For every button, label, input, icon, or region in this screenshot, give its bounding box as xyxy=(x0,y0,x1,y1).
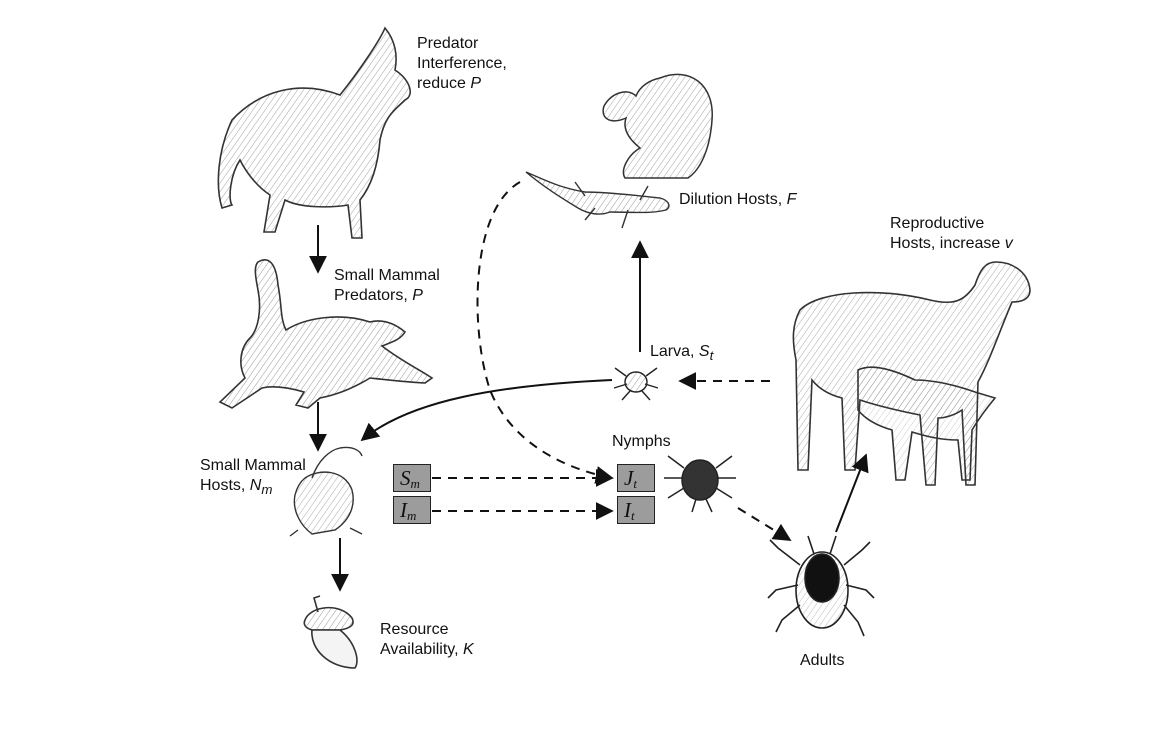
it-var: I xyxy=(624,498,631,522)
reproductive-hosts-line1: Reproductive xyxy=(890,215,985,232)
larva-prefix: Larva, xyxy=(650,343,699,360)
squirrel-illustration xyxy=(602,73,713,179)
larva-label: Larva, St xyxy=(650,342,713,366)
small-mammal-predators-prefix: Predators, xyxy=(334,287,413,304)
small-mammal-predators-var: P xyxy=(412,287,423,304)
small-mammal-hosts-line1: Small Mammal xyxy=(200,457,306,474)
small-mammal-hosts-prefix: Hosts, xyxy=(200,477,250,494)
larva-tick-illustration xyxy=(613,367,659,401)
adults-label: Adults xyxy=(800,652,845,669)
arrow-adults-to-deer xyxy=(835,453,869,533)
nymphs-label: Nymphs xyxy=(612,433,671,450)
jt-var: J xyxy=(624,466,634,490)
small-mammal-predators-label: Small Mammal Predators, P xyxy=(334,266,440,306)
resource-availability-line2: Availability, K xyxy=(380,640,474,660)
dashed-arrows xyxy=(432,181,792,541)
infected-mammal-box: Im xyxy=(393,496,431,524)
predator-interference-label: Predator Interference, reduce P xyxy=(417,34,507,94)
small-mammal-hosts-label: Small Mammal Hosts, Nm xyxy=(200,456,306,500)
susceptible-mammal-box: Sm xyxy=(393,464,431,492)
adult-tick-illustration xyxy=(767,535,875,637)
solid-arrows xyxy=(309,225,869,592)
resource-availability-prefix: Availability, xyxy=(380,641,463,658)
predator-interference-prefix: reduce xyxy=(417,75,471,92)
larva-sub: t xyxy=(709,348,714,364)
small-mammal-predators-line1: Small Mammal xyxy=(334,267,440,284)
predator-interference-line1: Predator xyxy=(417,35,479,52)
infected-tick-box: It xyxy=(617,496,655,524)
jt-sub: t xyxy=(633,476,637,491)
deer-illustration xyxy=(792,261,1031,486)
juvenile-tick-box: Jt xyxy=(617,464,655,492)
it-sub: t xyxy=(631,508,635,523)
predator-interference-line3: reduce P xyxy=(417,74,507,94)
small-mammal-hosts-var: N xyxy=(249,477,262,494)
nymph-tick-illustration xyxy=(664,455,736,513)
lizard-illustration xyxy=(525,171,670,229)
im-var: I xyxy=(400,498,407,522)
coyote-illustration xyxy=(217,26,411,239)
predator-interference-line2: Interference, xyxy=(417,55,507,72)
dilution-hosts-prefix: Dilution Hosts, xyxy=(679,191,787,208)
small-mammal-hosts-sub: m xyxy=(261,482,273,498)
im-sub: m xyxy=(407,508,417,523)
resource-availability-var: K xyxy=(463,641,474,658)
dilution-hosts-var: F xyxy=(786,191,797,208)
larva-var: S xyxy=(698,343,710,360)
sm-sub: m xyxy=(410,476,420,491)
dashed-arrow-nymphs-to-adults xyxy=(737,507,792,541)
fox-illustration xyxy=(218,259,434,409)
predator-interference-var: P xyxy=(470,75,482,92)
small-mammal-predators-line2: Predators, P xyxy=(334,286,440,306)
dashed-arrow-lizard-to-nymphs xyxy=(476,181,614,484)
arrow-larva-to-mouse xyxy=(360,379,613,442)
reproductive-hosts-prefix: Hosts, increase xyxy=(890,235,1005,252)
mouse-illustration xyxy=(289,446,363,537)
reproductive-hosts-var: v xyxy=(1004,235,1013,252)
reproductive-hosts-line2: Hosts, increase v xyxy=(890,234,1013,254)
reproductive-hosts-label: Reproductive Hosts, increase v xyxy=(890,214,1013,254)
resource-availability-line1: Resource xyxy=(380,621,449,638)
sm-var: S xyxy=(400,466,411,490)
resource-availability-label: Resource Availability, K xyxy=(380,620,474,660)
small-mammal-hosts-line2: Hosts, Nm xyxy=(200,476,306,500)
acorn-illustration xyxy=(303,595,358,669)
dilution-hosts-label: Dilution Hosts, F xyxy=(679,190,796,210)
